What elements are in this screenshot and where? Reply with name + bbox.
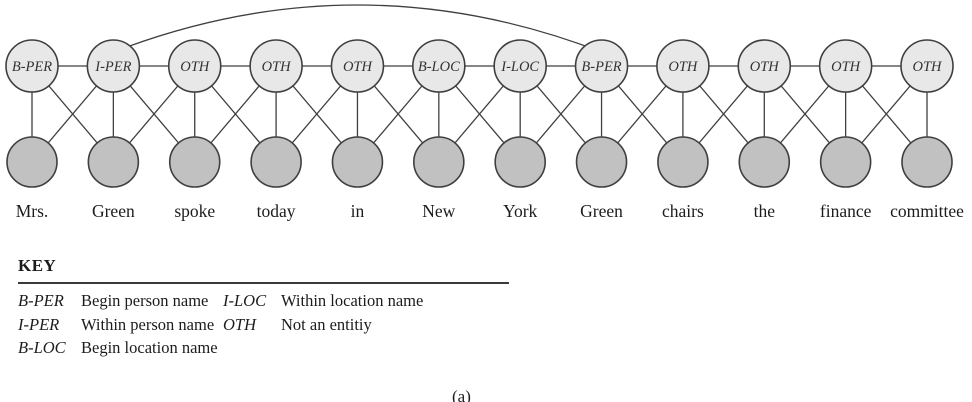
label-node [167, 39, 222, 93]
token-word: today [257, 201, 296, 221]
observation-node [87, 136, 140, 188]
label-node-text: B-PER [12, 59, 52, 75]
key-definition: Within person name [81, 314, 215, 334]
label-node [900, 39, 954, 93]
key-empty-cell [223, 336, 281, 360]
observation-node [738, 136, 791, 188]
token-word: spoke [174, 201, 215, 221]
skip-edge [113, 4, 602, 53]
observation-node [331, 136, 384, 188]
key-definition: Begin person name [81, 291, 209, 310]
label-node [249, 39, 303, 93]
label-node-text: B-PER [581, 59, 621, 75]
label-node [737, 39, 792, 93]
key-table: B-PER Begin person name I-LOC Within loc… [18, 289, 509, 360]
label-node-text: OTH [180, 59, 211, 75]
label-node [412, 39, 466, 93]
label-node-text: OTH [343, 59, 374, 75]
label-node-text: OTH [831, 59, 862, 75]
observation-node [413, 136, 465, 188]
label-node [5, 39, 59, 93]
label-node [493, 39, 547, 93]
key-title: KEY [18, 256, 509, 284]
key-term: B-LOC [18, 338, 66, 357]
token-word: New [422, 201, 455, 221]
observation-node [168, 136, 221, 188]
observation-node [657, 136, 709, 188]
token-word: chairs [662, 201, 704, 221]
key-term: OTH [223, 314, 257, 334]
token-word: York [503, 201, 537, 221]
label-node-text: OTH [912, 59, 943, 75]
label-node [86, 39, 141, 93]
label-node [656, 39, 710, 93]
figure-caption: (a) [452, 387, 471, 402]
token-word: finance [820, 201, 872, 221]
key-term: I-PER [18, 314, 60, 334]
key-empty-cell [281, 336, 509, 360]
key-definition: Within location name [281, 291, 424, 310]
label-node [574, 39, 629, 93]
observation-node [819, 136, 872, 188]
token-word: Mrs. [16, 201, 49, 221]
key-panel: KEY B-PER Begin person name I-LOC Within… [18, 256, 509, 360]
token-word: the [754, 201, 776, 221]
key-term: B-PER [18, 291, 64, 310]
label-node [818, 39, 873, 93]
label-node-text: OTH [668, 59, 699, 75]
key-definition: Begin location name [81, 338, 218, 357]
label-node-text: I-LOC [500, 59, 539, 75]
token-word: Green [580, 201, 623, 221]
token-word: committee [890, 201, 964, 221]
key-term: I-LOC [223, 291, 267, 310]
graph-canvas: B-PER Mrs. I-PER Green OTH spoke OTH today OTH in… [5, 4, 964, 221]
label-node-text: OTH [750, 59, 781, 75]
label-node-text: OTH [262, 59, 293, 75]
observation-node [6, 136, 58, 188]
observation-node [575, 136, 628, 188]
label-node-text: I-PER [94, 59, 131, 75]
observation-node [250, 136, 302, 188]
label-node [330, 39, 385, 93]
key-definition: Not an entitiy [281, 314, 372, 334]
observation-node [901, 136, 953, 188]
label-node-text: B-LOC [418, 59, 460, 75]
observation-node [494, 136, 546, 188]
token-word: Green [92, 201, 135, 221]
token-word: in [351, 201, 365, 221]
